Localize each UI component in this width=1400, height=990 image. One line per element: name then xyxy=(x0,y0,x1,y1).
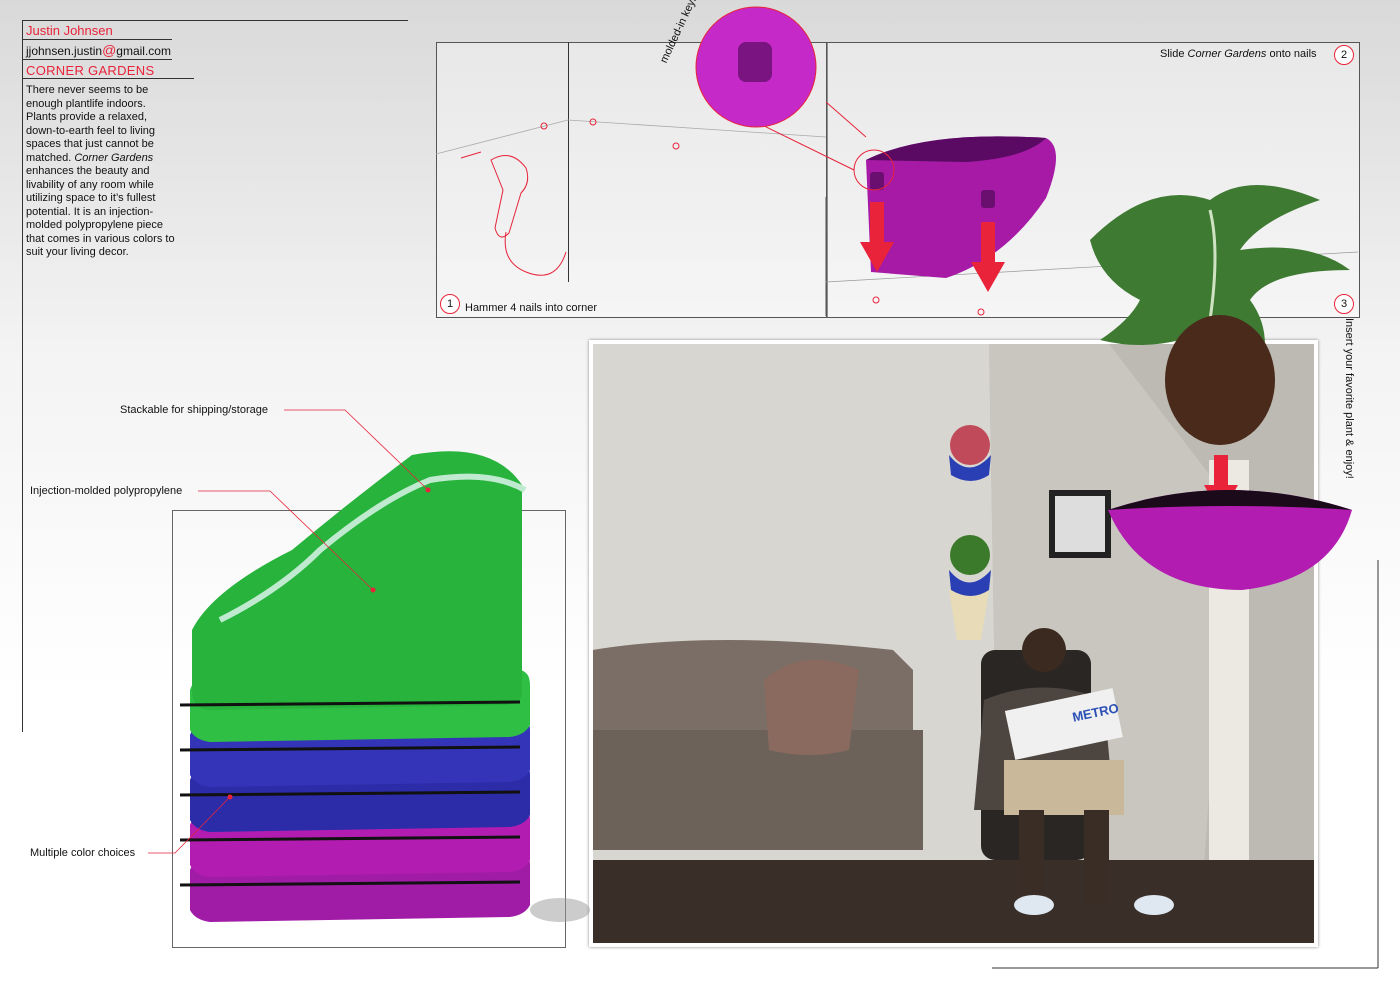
stacked-planters-illustration xyxy=(179,451,590,922)
product-title: CORNER GARDENS xyxy=(26,63,155,78)
step-1-caption: Hammer 4 nails into corner xyxy=(465,302,598,314)
author-email: jjohnsen.justin@gmail.com xyxy=(26,42,171,58)
step-3-illustration xyxy=(1090,185,1352,590)
step-2-number: 2 xyxy=(1334,45,1354,65)
step-3-number: 3 xyxy=(1334,294,1354,314)
callout-stackable: Stackable for shipping/storage xyxy=(120,404,268,416)
step-1-number: 1 xyxy=(440,294,460,314)
step-1-illustration xyxy=(435,118,827,276)
step-2-caption: Slide Corner Gardens onto nails xyxy=(1160,48,1317,60)
author-name: Justin Johnsen xyxy=(26,23,113,38)
callout-material: Injection-molded polypropylene xyxy=(30,485,183,497)
step-2-illustration xyxy=(695,6,1359,316)
room-photo: METRO xyxy=(589,340,1318,947)
callout-colors: Multiple color choices xyxy=(30,847,136,859)
product-description: There never seems to be enough plantlife… xyxy=(26,84,175,258)
